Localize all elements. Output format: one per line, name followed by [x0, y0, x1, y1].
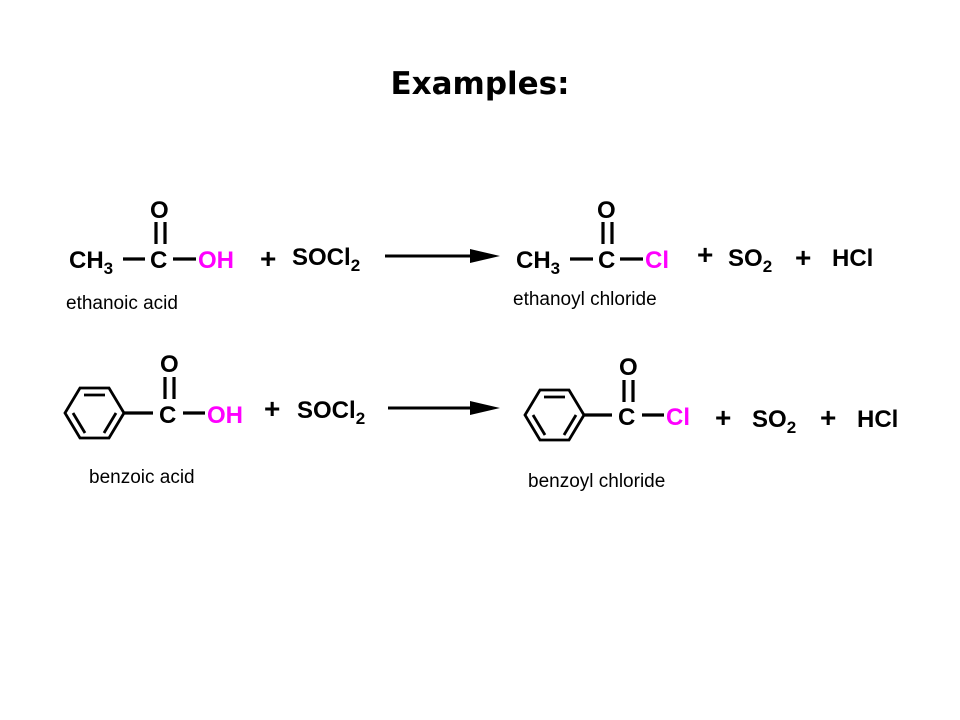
reactant-name: ethanoic acid: [66, 293, 178, 314]
reaction-arrow: [385, 249, 500, 263]
chloro-group: Cl: [666, 404, 690, 431]
reactant-name: benzoic acid: [89, 467, 195, 488]
carbonyl-oxygen: O: [160, 351, 179, 378]
carbonyl-carbon: C: [618, 404, 635, 431]
slide-title: Examples:: [390, 66, 570, 102]
hydroxyl-group: OH: [198, 247, 234, 274]
benzoyl-chloride-structure: C O Cl: [523, 354, 690, 442]
plus-sign: +: [260, 243, 276, 274]
hydroxyl-group: OH: [207, 402, 243, 429]
methyl-group: CH3: [69, 247, 113, 278]
benzoic-acid-structure: C O OH: [63, 351, 243, 440]
ethanoyl-chloride-structure: CH3 C O Cl: [516, 197, 669, 278]
carbonyl-oxygen: O: [597, 197, 616, 224]
plus-sign: +: [697, 239, 713, 270]
plus-sign: +: [795, 242, 811, 273]
plus-sign: +: [715, 402, 731, 433]
carbonyl-oxygen: O: [150, 197, 169, 224]
reaction-2: C O OH benzoic acid + SOCl2 C O: [63, 351, 898, 492]
reagent-formula: SOCl2: [297, 397, 365, 428]
carbonyl-carbon: C: [159, 402, 176, 429]
byproduct-hydrogen-chloride: HCl: [832, 245, 873, 272]
chloro-group: Cl: [645, 247, 669, 274]
plus-sign: +: [264, 393, 280, 424]
product-name: ethanoyl chloride: [513, 289, 657, 310]
product-name: benzoyl chloride: [528, 471, 665, 492]
carbonyl-carbon: C: [598, 247, 615, 274]
byproduct-sulfur-dioxide: SO2: [752, 406, 796, 437]
benzene-ring: [63, 386, 126, 440]
ethanoic-acid-structure: CH3 C O OH: [69, 197, 234, 278]
carbonyl-carbon: C: [150, 247, 167, 274]
reagent-formula: SOCl2: [292, 244, 360, 275]
plus-sign: +: [820, 402, 836, 433]
reaction-arrow: [388, 401, 500, 415]
benzene-ring: [523, 388, 586, 442]
reaction-1: CH3 C O OH ethanoic acid + SOCl2 CH3 C O…: [66, 197, 873, 314]
byproduct-sulfur-dioxide: SO2: [728, 245, 772, 276]
carbonyl-oxygen: O: [619, 354, 638, 381]
methyl-group: CH3: [516, 247, 560, 278]
byproduct-hydrogen-chloride: HCl: [857, 406, 898, 433]
